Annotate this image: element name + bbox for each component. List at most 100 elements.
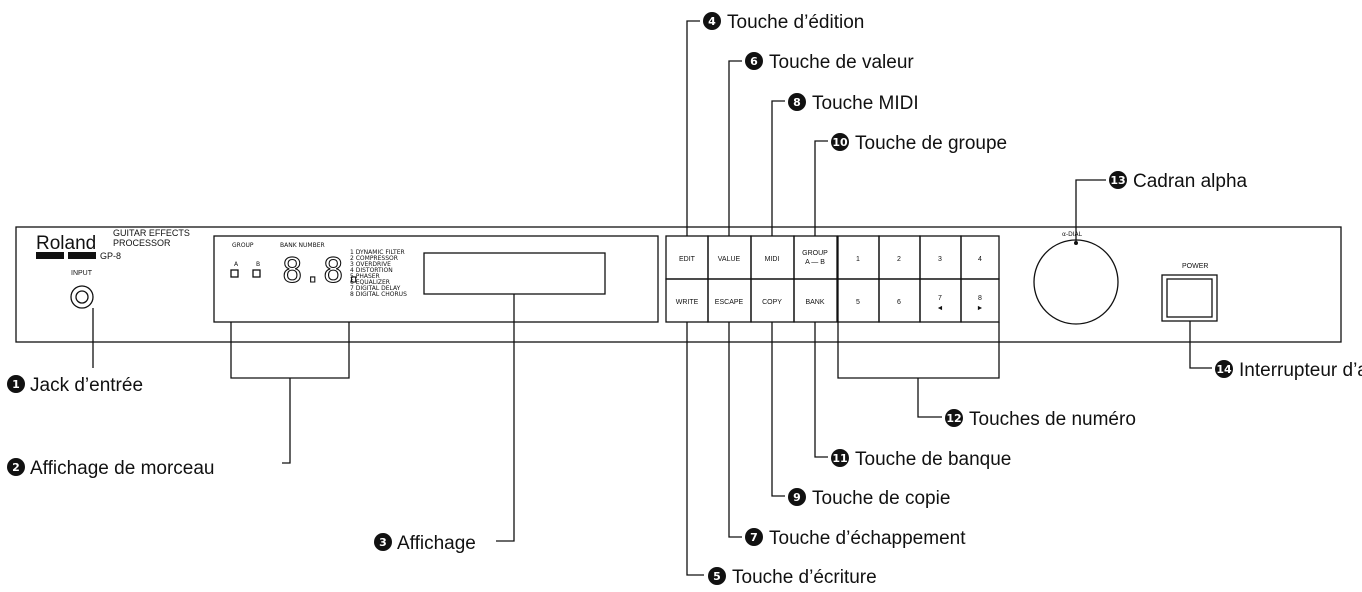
display-section — [213, 235, 659, 323]
leader-lines — [92, 20, 1212, 576]
effect-item: 8 DIGITAL CHORUS — [350, 291, 407, 298]
svg-text:Cadran alpha: Cadran alpha — [1133, 171, 1248, 192]
effect-item: 7 DIGITAL DELAY — [350, 285, 401, 292]
svg-text:5: 5 — [713, 570, 721, 583]
bank-number-label: BANK NUMBER — [280, 242, 325, 249]
svg-text:Touche de copie: Touche de copie — [812, 488, 950, 509]
callout-12: 12 Touches de numéro — [945, 409, 1136, 430]
callout-13: 13 Cadran alpha — [1109, 171, 1248, 192]
group-label: GROUP — [232, 242, 254, 249]
product-line2: PROCESSOR — [113, 238, 171, 248]
right-arrow-icon: ► — [977, 305, 984, 312]
svg-text:4: 4 — [708, 15, 716, 28]
svg-text:Touche de banque: Touche de banque — [855, 449, 1011, 470]
callout-9: 9 Touche de copie — [788, 488, 950, 509]
function-buttons: EDIT VALUE MIDI GROUP A — B WRITE ESCAPE… — [665, 235, 838, 323]
svg-text:8: 8 — [793, 96, 801, 109]
group-a-led — [230, 269, 239, 278]
callout-7: 7 Touche d’échappement — [745, 528, 966, 549]
callout-3: 3 Affichage — [374, 533, 476, 554]
input-jack-inner — [75, 290, 89, 304]
svg-text:2: 2 — [12, 461, 20, 474]
effects-list: 1 DYNAMIC FILTER 2 COMPRESSOR 3 OVERDRIV… — [350, 249, 407, 298]
power-switch-frame — [1161, 274, 1218, 322]
bank-button-label: BANK — [805, 299, 824, 306]
svg-text:11: 11 — [832, 452, 847, 465]
number-key-label: 2 — [897, 256, 901, 263]
svg-text:14: 14 — [1216, 363, 1232, 376]
panel-body — [15, 226, 1342, 343]
number-key-label: 5 — [856, 299, 860, 306]
svg-text:9: 9 — [793, 491, 801, 504]
effect-item: 5 PHASER — [350, 273, 380, 280]
svg-text:1: 1 — [12, 378, 20, 391]
svg-text:Touche de valeur: Touche de valeur — [769, 52, 914, 73]
effect-item: 6 EQUALIZER — [350, 279, 390, 286]
number-key-label: 8 — [978, 295, 982, 302]
number-key-label: 3 — [938, 256, 942, 263]
number-keys: 1 2 3 4 5 6 7 8 ◄ ► — [837, 235, 1000, 323]
svg-text:Touches de numéro: Touches de numéro — [969, 409, 1136, 430]
lcd-display — [423, 252, 606, 295]
logo-bar-1 — [36, 252, 64, 259]
group-button-label-1: GROUP — [802, 250, 828, 257]
callout-6: 6 Touche de valeur — [745, 52, 914, 73]
callout-5: 5 Touche d’écriture — [708, 567, 877, 588]
svg-text:Jack d’entrée: Jack d’entrée — [30, 375, 143, 396]
value-button-label: VALUE — [718, 256, 741, 263]
group-button-label-2: A — B — [805, 259, 825, 266]
callout-2: 2 Affichage de morceau — [7, 458, 215, 479]
effect-item: 1 DYNAMIC FILTER — [350, 249, 405, 256]
alpha-dial[interactable] — [1033, 239, 1119, 325]
bank-number-digits: 8.8. — [282, 251, 364, 291]
effect-item: 2 COMPRESSOR — [350, 255, 398, 262]
svg-text:12: 12 — [946, 412, 961, 425]
svg-text:3: 3 — [379, 536, 387, 549]
escape-button-label: ESCAPE — [715, 299, 744, 306]
number-key-label: 6 — [897, 299, 901, 306]
write-button-label: WRITE — [676, 299, 699, 306]
svg-text:Affichage de morceau: Affichage de morceau — [30, 458, 215, 479]
callout-10: 10 Touche de groupe — [831, 133, 1007, 154]
svg-text:13: 13 — [1110, 174, 1125, 187]
svg-text:Interrupteur d’alimentation: Interrupteur d’alimentation — [1239, 360, 1362, 381]
number-key-label: 7 — [938, 295, 942, 302]
group-button[interactable] — [793, 235, 838, 280]
power-switch[interactable] — [1166, 278, 1213, 318]
svg-text:7: 7 — [750, 531, 758, 544]
number-key-label: 1 — [856, 256, 860, 263]
callout-8: 8 Touche MIDI — [788, 93, 919, 114]
model-name: GP-8 — [100, 251, 121, 261]
callout-4: 4 Touche d’édition — [703, 12, 864, 33]
copy-button-label: COPY — [762, 299, 782, 306]
svg-text:Touche MIDI: Touche MIDI — [812, 93, 919, 114]
power-label: POWER — [1182, 263, 1208, 270]
svg-text:Touche d’édition: Touche d’édition — [727, 12, 864, 33]
svg-text:Touche de groupe: Touche de groupe — [855, 133, 1007, 154]
number-key-label: 4 — [978, 256, 982, 263]
callout-14: 14 Interrupteur d’alimentation — [1215, 360, 1362, 381]
svg-text:10: 10 — [832, 136, 848, 149]
left-arrow-icon: ◄ — [937, 305, 944, 312]
dial-label: α-DIAL — [1062, 231, 1083, 238]
callout-1: 1 Jack d’entrée — [7, 375, 143, 396]
svg-text:Touche d’échappement: Touche d’échappement — [769, 528, 966, 549]
callout-11: 11 Touche de banque — [831, 449, 1011, 470]
brand-logo: Roland — [36, 233, 96, 254]
number-key-8[interactable] — [960, 278, 1000, 323]
svg-text:Touche d’écriture: Touche d’écriture — [732, 567, 877, 588]
effect-item: 4 DISTORTION — [350, 267, 393, 274]
group-b-led — [252, 269, 261, 278]
logo-bar-2 — [68, 252, 96, 259]
edit-button-label: EDIT — [679, 256, 696, 263]
svg-text:6: 6 — [750, 55, 758, 68]
group-b-label: B — [256, 261, 260, 268]
effect-item: 3 OVERDRIVE — [350, 261, 391, 268]
group-a-label: A — [234, 261, 239, 268]
product-line1: GUITAR EFFECTS — [113, 228, 190, 238]
midi-button-label: MIDI — [765, 256, 780, 263]
input-jack[interactable] — [70, 285, 94, 309]
input-label: INPUT — [71, 270, 93, 277]
svg-text:Affichage: Affichage — [397, 533, 476, 554]
